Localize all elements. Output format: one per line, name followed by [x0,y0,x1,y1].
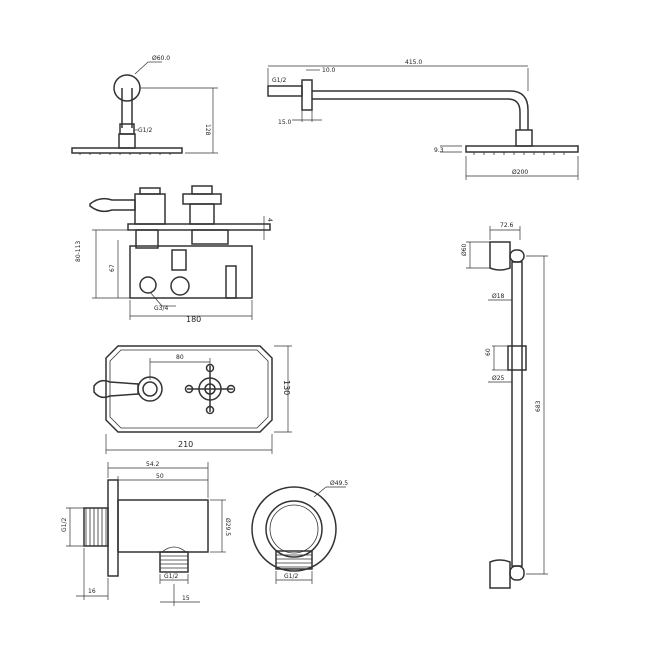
elbow-thread-label: G1/2 [61,518,68,532]
valve-thick-label: 4 [266,218,273,222]
elbow-left-label: 16 [88,588,96,595]
head-side-thread-label: G1/2 [138,127,152,134]
valve-front-height-label: 130 [282,380,291,395]
elbow-length-label: 54.2 [146,461,160,468]
shower-arm-view: 415.0 G1/2 10.0 15.0 9.3 Ø200 [267,59,579,180]
valve-side-view: 4 80-113 67 G3/4 180 [75,185,273,324]
wall-elbow-side-view: 54.2 50 G1/2 Ø29.5 G1/2 16 15 [61,461,231,606]
valve-depth-label: 67 [109,264,116,272]
arm-dia-label: 10.0 [322,67,336,74]
arm-plate-label: 15.0 [278,119,292,126]
shower-head-side-view: Ø60.0 G1/2 128 [71,55,218,155]
arm-length-label: 415.0 [405,59,422,66]
elbow-outlet-label: G1/2 [164,573,178,580]
rail-slider-label: 60 [485,348,492,356]
valve-height-label: 80-113 [75,241,82,262]
rail-tube-label: Ø18 [492,293,505,300]
elbow-body-label: 50 [156,473,164,480]
rail-dia-label: Ø60 [461,243,468,256]
arm-head-dia-label: Ø200 [512,169,528,176]
valve-width-label: 180 [186,315,201,324]
valve-outlet-label: G3/4 [154,305,168,312]
elbow-front-dia-label: Ø49.5 [330,480,348,487]
head-side-height-label: 128 [204,124,211,136]
arm-head-thickness-label: 9.3 [434,147,444,154]
head-side-dia-label: Ø60.0 [152,55,170,62]
elbow-offset-label: 15 [182,595,190,602]
rail-slider-dia-label: Ø25 [492,375,505,382]
wall-elbow-front-view: Ø49.5 G1/2 [251,480,348,584]
valve-front-width-label: 210 [178,440,193,449]
riser-rail-view: 72.6 Ø60 Ø18 60 Ø25 683 [461,222,548,589]
rail-length-label: 683 [535,400,542,412]
elbow-front-outlet-label: G1/2 [284,573,298,580]
valve-centres-label: 80 [176,354,184,361]
valve-front-view: 80 130 210 [93,345,292,454]
arm-thread-label: G1/2 [272,77,286,84]
elbow-dia-label: Ø29.5 [224,518,231,536]
rail-top-label: 72.6 [500,222,514,229]
